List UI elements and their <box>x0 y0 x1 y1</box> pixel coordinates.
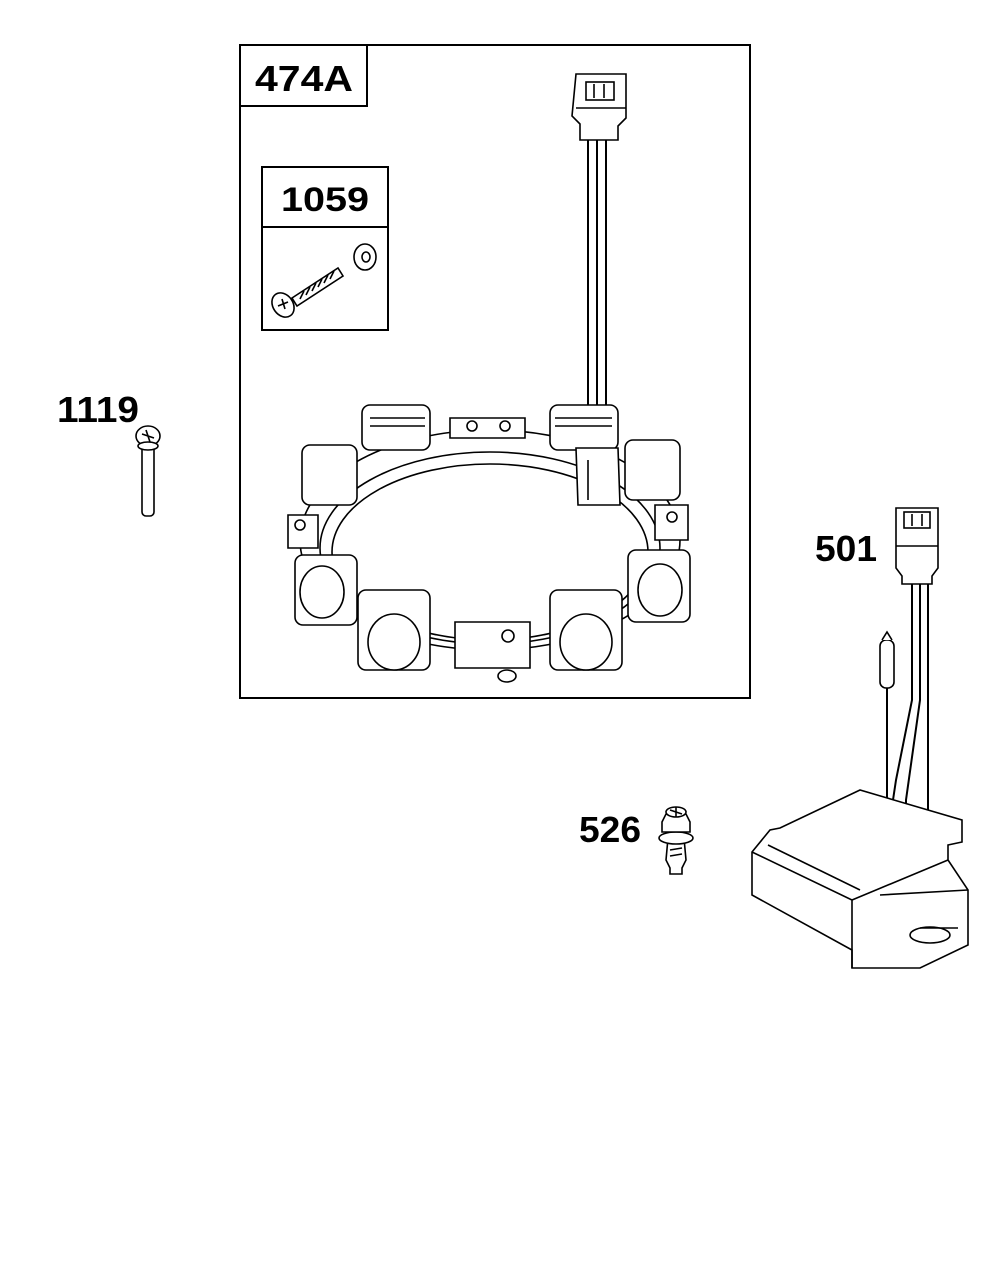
part-501-label: 501 <box>815 528 877 569</box>
coil-pods <box>294 404 691 671</box>
mounting-tabs <box>287 417 689 683</box>
screw-kit-1059-label: 1059 <box>281 181 369 219</box>
screw-kit-1059-frame <box>261 166 389 331</box>
part-1119-group: 1119 <box>57 389 161 517</box>
part-526-label: 526 <box>579 809 641 850</box>
part-526-group: 526 <box>579 806 694 875</box>
part-501-group: 501 <box>751 507 969 969</box>
screw-illustration <box>271 266 345 318</box>
regulator-illustration <box>751 507 969 969</box>
screw-1119-illustration <box>135 425 161 517</box>
part-1119-label: 1119 <box>57 389 139 430</box>
bolt-526-illustration <box>658 806 694 875</box>
kit-474a-label-box <box>239 44 368 107</box>
screw-kit-1059-group: 1059 <box>261 166 389 331</box>
kit-474a-frame <box>239 44 751 699</box>
kit-474a-label: 474A <box>255 58 353 99</box>
washer-illustration <box>353 243 377 271</box>
kit-474a-group: 474A <box>239 44 751 699</box>
stator-illustration <box>287 73 691 683</box>
